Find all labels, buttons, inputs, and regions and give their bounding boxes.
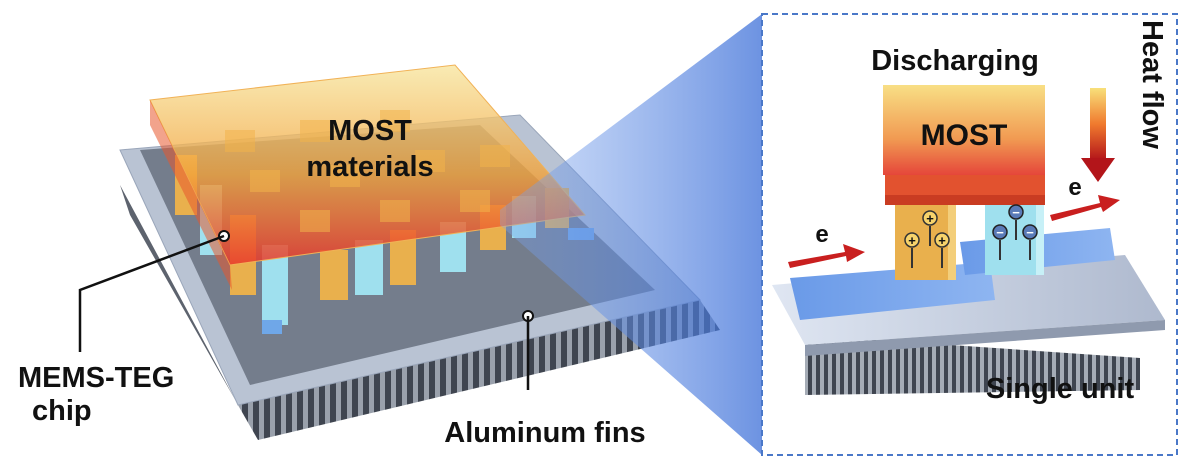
electron-carriers: − − − — [992, 204, 1038, 260]
electron-in-label: e — [815, 221, 828, 248]
most-block — [883, 85, 1045, 175]
electron-in-arrow — [788, 244, 865, 268]
most-materials-front — [150, 100, 232, 290]
heat-flow-arrow-head — [1081, 158, 1115, 182]
unit-substrate-edge — [805, 320, 1165, 356]
heat-flow-arrow-shaft — [1090, 88, 1106, 160]
zoom-beam — [500, 14, 762, 455]
left-assembly: MOST materials MEMS-TEG chip Aluminum fi… — [18, 64, 720, 449]
aluminum-fins-label: Aluminum fins — [444, 417, 645, 449]
svg-text:−: − — [996, 225, 1004, 240]
most-materials-label-line2: materials — [306, 151, 433, 183]
svg-text:−: − — [1026, 225, 1034, 240]
svg-text:+: + — [926, 211, 934, 226]
unit-fins — [805, 335, 1140, 395]
mems-teg-label-line2: chip — [32, 395, 92, 427]
single-unit-panel: MOST Discharging + + + − − − — [761, 13, 1178, 456]
discharging-label: Discharging — [871, 45, 1039, 77]
electron-out-label: e — [1068, 174, 1081, 201]
svg-text:+: + — [938, 233, 946, 248]
single-unit-label: Single unit — [986, 373, 1135, 405]
most-block-pattern — [225, 110, 510, 232]
svg-text:+: + — [908, 233, 916, 248]
chip-callout-line — [78, 234, 225, 352]
heat-flow-label: Heat flow — [1136, 20, 1168, 149]
most-materials-label-line1: MOST — [328, 115, 412, 147]
hole-carriers: + + + — [904, 210, 950, 268]
electron-out-arrow — [1050, 195, 1120, 221]
most-block-label: MOST — [921, 119, 1008, 152]
mems-teg-label-line1: MEMS-TEG — [18, 362, 174, 394]
aluminum-fins-front — [238, 300, 720, 440]
svg-text:−: − — [1012, 205, 1020, 220]
